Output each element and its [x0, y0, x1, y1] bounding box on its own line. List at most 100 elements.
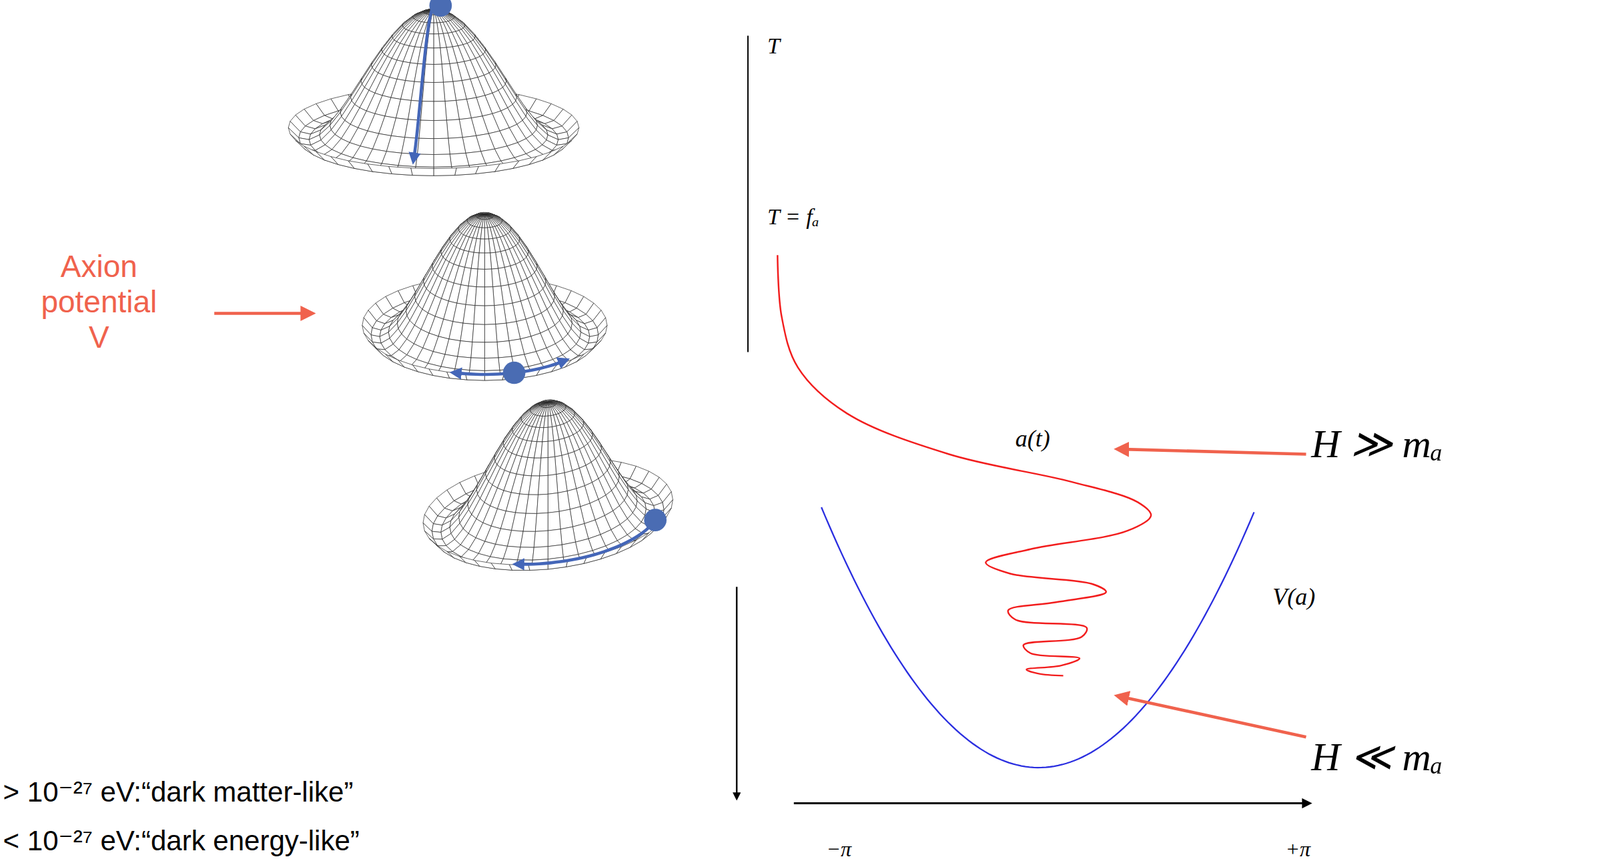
mesh-cell — [491, 268, 502, 287]
mesh-cell — [565, 354, 584, 367]
mesh-cell — [539, 457, 549, 477]
mesh-cell — [557, 491, 570, 512]
mesh-cell — [547, 544, 564, 560]
mesh-cell — [455, 356, 472, 370]
mesh-cell — [547, 456, 557, 476]
mesh-cell — [484, 214, 488, 220]
mesh-cell — [484, 357, 500, 371]
mesh-cell — [547, 492, 560, 513]
leader-arrow — [1118, 695, 1306, 737]
mesh-cell — [446, 119, 463, 139]
mesh-cell — [547, 511, 561, 531]
mesh-cell — [542, 402, 548, 408]
mesh-cell — [491, 563, 512, 571]
mesh-cell — [288, 127, 301, 144]
leader-arrow — [214, 311, 311, 315]
mesh-cell — [441, 63, 454, 83]
mesh-cell — [535, 512, 548, 532]
mesh-cell — [433, 64, 444, 83]
mesh-cell — [424, 530, 438, 546]
field-ball — [429, 0, 453, 17]
mesh-cell — [431, 523, 442, 533]
mesh-cell — [433, 168, 457, 176]
mesh-cell — [295, 140, 314, 155]
mesh-cell — [429, 368, 450, 379]
motion-arrow — [413, 10, 432, 160]
mesh-cell — [433, 120, 449, 139]
mesh-cell — [457, 340, 473, 358]
mesh-cell — [471, 341, 485, 358]
mesh-cell — [449, 152, 470, 167]
mesh-cell — [433, 101, 447, 121]
mexican-hat-potentials — [288, 0, 673, 570]
mesh-cell — [465, 151, 486, 166]
mexican-hat — [423, 399, 673, 570]
mass-range-note: < 10⁻²⁷ eV:“dark energy-like” — [3, 824, 360, 857]
mesh-cell — [411, 168, 434, 176]
mesh-cell — [362, 325, 373, 343]
mesh-cell — [541, 402, 548, 408]
mesh-cell — [555, 455, 565, 474]
mesh-cell — [480, 227, 485, 239]
mesh-cell — [463, 304, 476, 324]
mesh-cell — [484, 305, 496, 325]
mesh-cell — [567, 127, 580, 144]
mesh-cell — [484, 238, 490, 253]
mesh-cell — [478, 214, 485, 219]
mesh-cell — [484, 252, 492, 269]
mesh-cell — [431, 531, 442, 540]
mesh-cell — [484, 286, 494, 306]
mesh-cell — [367, 164, 392, 175]
mesh-cell — [422, 82, 434, 102]
mesh-cell — [448, 137, 466, 155]
mesh-cell — [494, 304, 507, 324]
mesh-cell — [484, 214, 491, 219]
mesh-cell — [465, 286, 477, 306]
field-ball — [503, 361, 526, 385]
mesh-cell — [484, 214, 489, 219]
mesh-cell — [547, 402, 552, 408]
mesh-cell — [433, 82, 446, 102]
mesh-cell — [469, 357, 485, 371]
mesh-cell — [375, 347, 393, 362]
temperature-axis-arrow — [735, 586, 738, 798]
mesh-cell — [547, 529, 562, 547]
mexican-hat — [362, 212, 608, 384]
mesh-cell — [547, 440, 555, 458]
mesh-cell — [542, 427, 548, 442]
mesh-cell — [477, 252, 485, 269]
mesh-cell — [532, 546, 548, 560]
regime-label: H ≪ mₐ — [1311, 733, 1443, 780]
mesh-cell — [433, 48, 442, 65]
axis-label: T — [767, 32, 780, 59]
field-axis — [793, 802, 1310, 805]
mesh-cell — [547, 427, 554, 442]
mesh-cell — [304, 146, 325, 161]
mesh-cell — [543, 146, 564, 161]
mesh-cell — [433, 138, 450, 155]
axis-tick-label: −π — [826, 836, 852, 862]
mesh-cell — [475, 164, 500, 175]
mesh-cell — [475, 286, 485, 306]
mesh-cell — [417, 138, 434, 155]
mesh-cell — [433, 22, 439, 35]
mesh-cell — [523, 513, 537, 532]
mesh-cell — [484, 227, 489, 239]
mass-range-note: > 10⁻²⁷ eV:“dark matter-like” — [3, 775, 354, 809]
mesh-cell — [433, 154, 452, 167]
leader-arrow — [1118, 449, 1306, 455]
mesh-cell — [460, 322, 474, 342]
field-ball — [643, 508, 667, 532]
mesh-cell — [441, 354, 458, 369]
mesh-cell — [433, 14, 438, 23]
mesh-cell — [472, 324, 486, 343]
mesh-cell — [525, 494, 538, 514]
potential-curve — [821, 507, 1254, 768]
mesh-cell — [421, 101, 434, 121]
mesh-cell — [533, 530, 548, 548]
mesh-cell — [543, 415, 548, 428]
mesh-cell — [495, 322, 510, 342]
mesh-cell — [447, 551, 466, 563]
annotation: Axion potential V — [28, 248, 169, 355]
mesh-cell — [381, 151, 402, 166]
